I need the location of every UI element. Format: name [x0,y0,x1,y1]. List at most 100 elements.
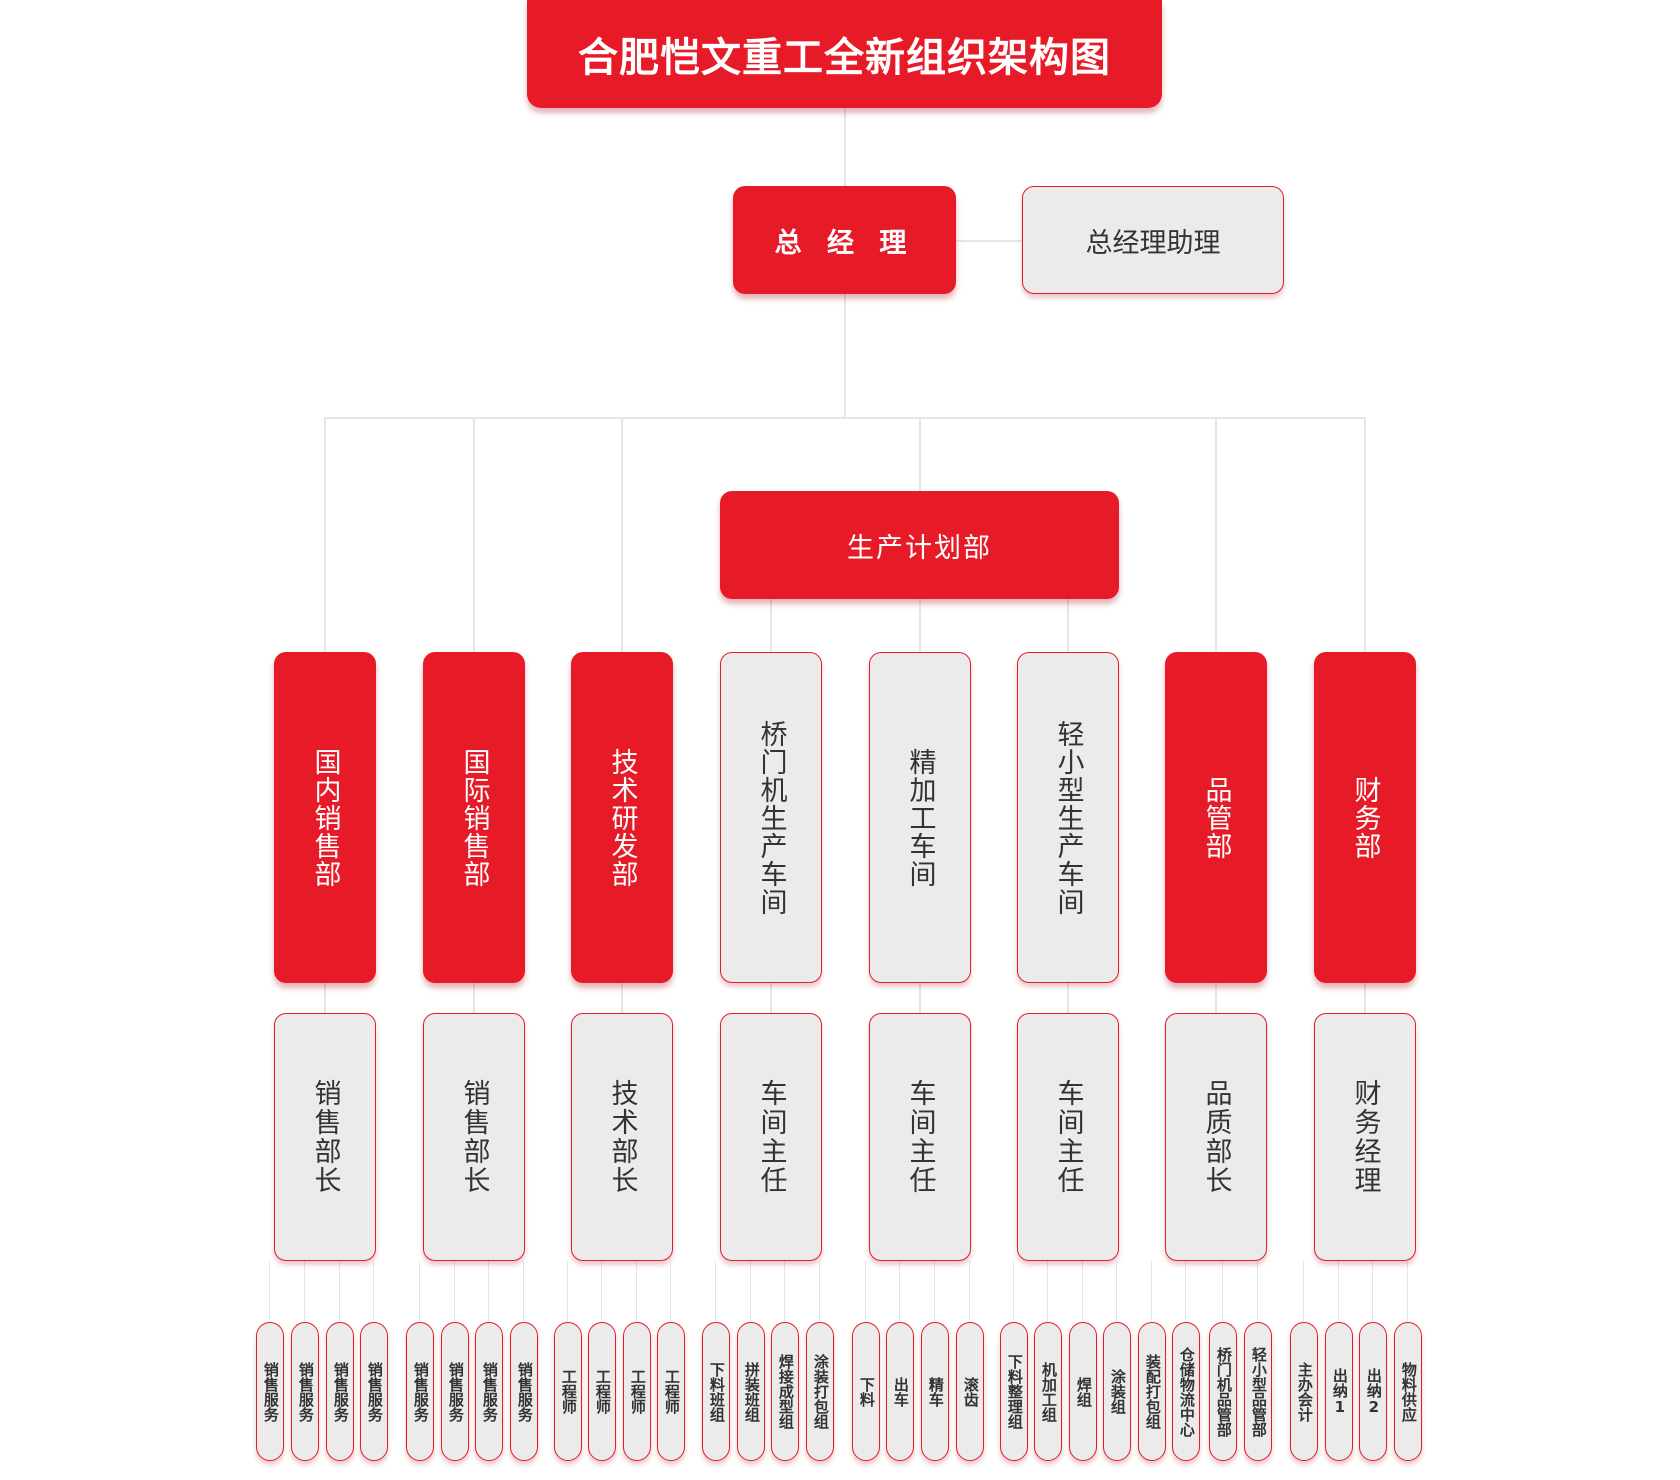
unit-node: 桥门机品管部 [1209,1322,1237,1461]
unit-node: 下料整理组 [1000,1322,1028,1461]
connector-unit [601,1261,602,1322]
unit-node: 主办会计 [1290,1322,1318,1461]
unit-node: 销售服务 [475,1322,503,1461]
department-head-node: 品质部长 [1165,1013,1267,1261]
page-title: 合肥恺文重工全新组织架构图 [527,0,1162,108]
connector-unit [636,1261,637,1322]
unit-node: 装配打包组 [1138,1322,1166,1461]
unit-node: 工程师 [554,1322,582,1461]
unit-node: 下料 [852,1322,880,1461]
department-node: 品管部 [1165,652,1267,983]
unit-node: 焊组 [1069,1322,1097,1461]
connector-to-planning [919,417,921,491]
unit-node: 轻小型品管部 [1244,1322,1272,1461]
connector-unit [1338,1261,1339,1322]
unit-node: 工程师 [623,1322,651,1461]
connector-unit [1013,1261,1014,1322]
connector-unit [1257,1261,1258,1322]
unit-node: 销售服务 [360,1322,388,1461]
connector-dept-head [621,983,623,1013]
connector-horizontal [325,417,1366,419]
unit-node: 仓储物流中心 [1172,1322,1200,1461]
unit-node: 销售服务 [291,1322,319,1461]
unit-node: 出纳1 [1325,1322,1353,1461]
connector-dept-head [919,983,921,1013]
connector-dept [473,417,475,652]
connector-dept [621,417,623,652]
unit-node: 销售服务 [441,1322,469,1461]
connector-unit [269,1261,270,1322]
connector-unit [1116,1261,1117,1322]
department-node: 技术研发部 [571,652,673,983]
unit-node: 销售服务 [326,1322,354,1461]
connector-planning-dept [919,599,921,652]
unit-node: 焊接成型组 [771,1322,799,1461]
general-manager-node: 总 经 理 [733,186,956,294]
connector-dept [1364,417,1366,652]
department-head-node: 车间主任 [720,1013,822,1261]
connector-unit [715,1261,716,1322]
assistant-node: 总经理助理 [1022,186,1284,294]
connector-unit [419,1261,420,1322]
connector-gm-down [844,294,846,418]
unit-node: 销售服务 [256,1322,284,1461]
connector-unit [969,1261,970,1322]
unit-node: 精车 [921,1322,949,1461]
connector-dept-head [324,983,326,1013]
connector-dept-head [473,983,475,1013]
connector-title-gm [844,108,846,186]
connector-unit [523,1261,524,1322]
department-node: 财务部 [1314,652,1416,983]
connector-unit [1047,1261,1048,1322]
unit-node: 销售服务 [406,1322,434,1461]
department-node: 精加工车间 [869,652,971,983]
connector-unit [784,1261,785,1322]
connector-unit [1407,1261,1408,1322]
connector-unit [670,1261,671,1322]
connector-planning-dept [1067,599,1069,652]
connector-unit [1303,1261,1304,1322]
unit-node: 出车 [886,1322,914,1461]
connector-unit [1185,1261,1186,1322]
connector-unit [339,1261,340,1322]
department-head-node: 财务经理 [1314,1013,1416,1261]
department-node: 轻小型生产车间 [1017,652,1119,983]
connector-dept-head [1215,983,1217,1013]
unit-node: 物料供应 [1394,1322,1422,1461]
unit-node: 机加工组 [1034,1322,1062,1461]
unit-node: 销售服务 [510,1322,538,1461]
connector-gm-assistant [956,240,1022,242]
connector-unit [454,1261,455,1322]
unit-node: 拼装班组 [737,1322,765,1461]
unit-node: 下料班组 [702,1322,730,1461]
connector-planning-dept [770,599,772,652]
connector-dept [324,417,326,652]
unit-node: 工程师 [588,1322,616,1461]
department-node: 国内销售部 [274,652,376,983]
unit-node: 出纳2 [1359,1322,1387,1461]
connector-unit [1151,1261,1152,1322]
connector-unit [488,1261,489,1322]
unit-node: 涂装组 [1103,1322,1131,1461]
connector-unit [819,1261,820,1322]
department-head-node: 车间主任 [1017,1013,1119,1261]
unit-node: 工程师 [657,1322,685,1461]
department-node: 桥门机生产车间 [720,652,822,983]
connector-unit [373,1261,374,1322]
department-head-node: 车间主任 [869,1013,971,1261]
connector-unit [1082,1261,1083,1322]
department-head-node: 技术部长 [571,1013,673,1261]
connector-unit [1222,1261,1223,1322]
connector-dept-head [770,983,772,1013]
connector-unit [750,1261,751,1322]
unit-node: 滚齿 [956,1322,984,1461]
connector-unit [899,1261,900,1322]
department-head-node: 销售部长 [274,1013,376,1261]
connector-dept [1215,417,1217,652]
connector-unit [1372,1261,1373,1322]
department-head-node: 销售部长 [423,1013,525,1261]
connector-dept-head [1364,983,1366,1013]
connector-unit [304,1261,305,1322]
department-node: 国际销售部 [423,652,525,983]
production-planning-node: 生产计划部 [720,491,1119,599]
